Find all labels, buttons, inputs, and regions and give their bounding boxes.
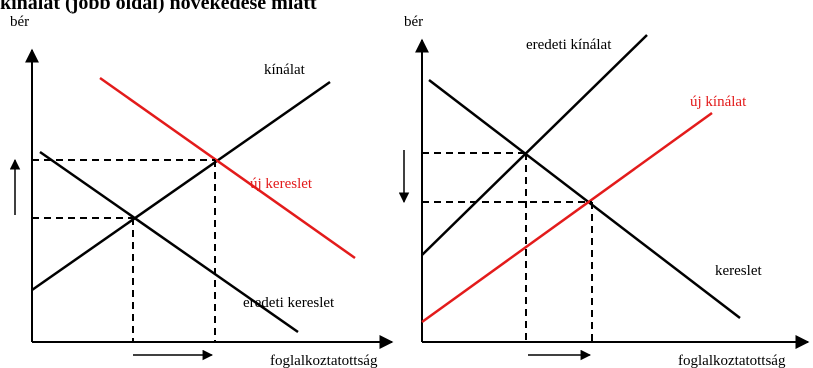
diagram-title: kínálat (jobb oldal) növekedése miatt	[0, 0, 317, 14]
left-original-demand-curve	[39, 150, 299, 334]
right-original-supply-curve	[421, 34, 648, 256]
left-original-demand-label: eredeti kereslet	[243, 295, 335, 311]
left-x-axis-label: foglalkoztatottság	[270, 353, 378, 368]
right-original-supply-label: eredeti kínálat	[526, 37, 612, 53]
right-y-axis-label: bér	[404, 14, 423, 30]
left-y-axis-label: bér	[10, 14, 29, 30]
left-supply-label: kínálat	[264, 62, 306, 78]
right-x-axis-label: foglalkoztatottság	[678, 353, 786, 368]
left-new-demand-curve	[99, 76, 356, 260]
left-supply-curve	[31, 80, 331, 292]
left-panel: bér foglalkoztatottság kínálat új keresl…	[9, 14, 394, 368]
right-demand-curve	[428, 79, 741, 319]
right-new-supply-label: új kínálat	[690, 94, 747, 110]
right-demand-label: kereslet	[715, 263, 762, 279]
right-new-supply-curve	[421, 111, 713, 324]
left-new-demand-label: új kereslet	[250, 176, 313, 192]
right-panel: bér foglalkoztatottság eredeti kínálat ú…	[398, 14, 810, 368]
